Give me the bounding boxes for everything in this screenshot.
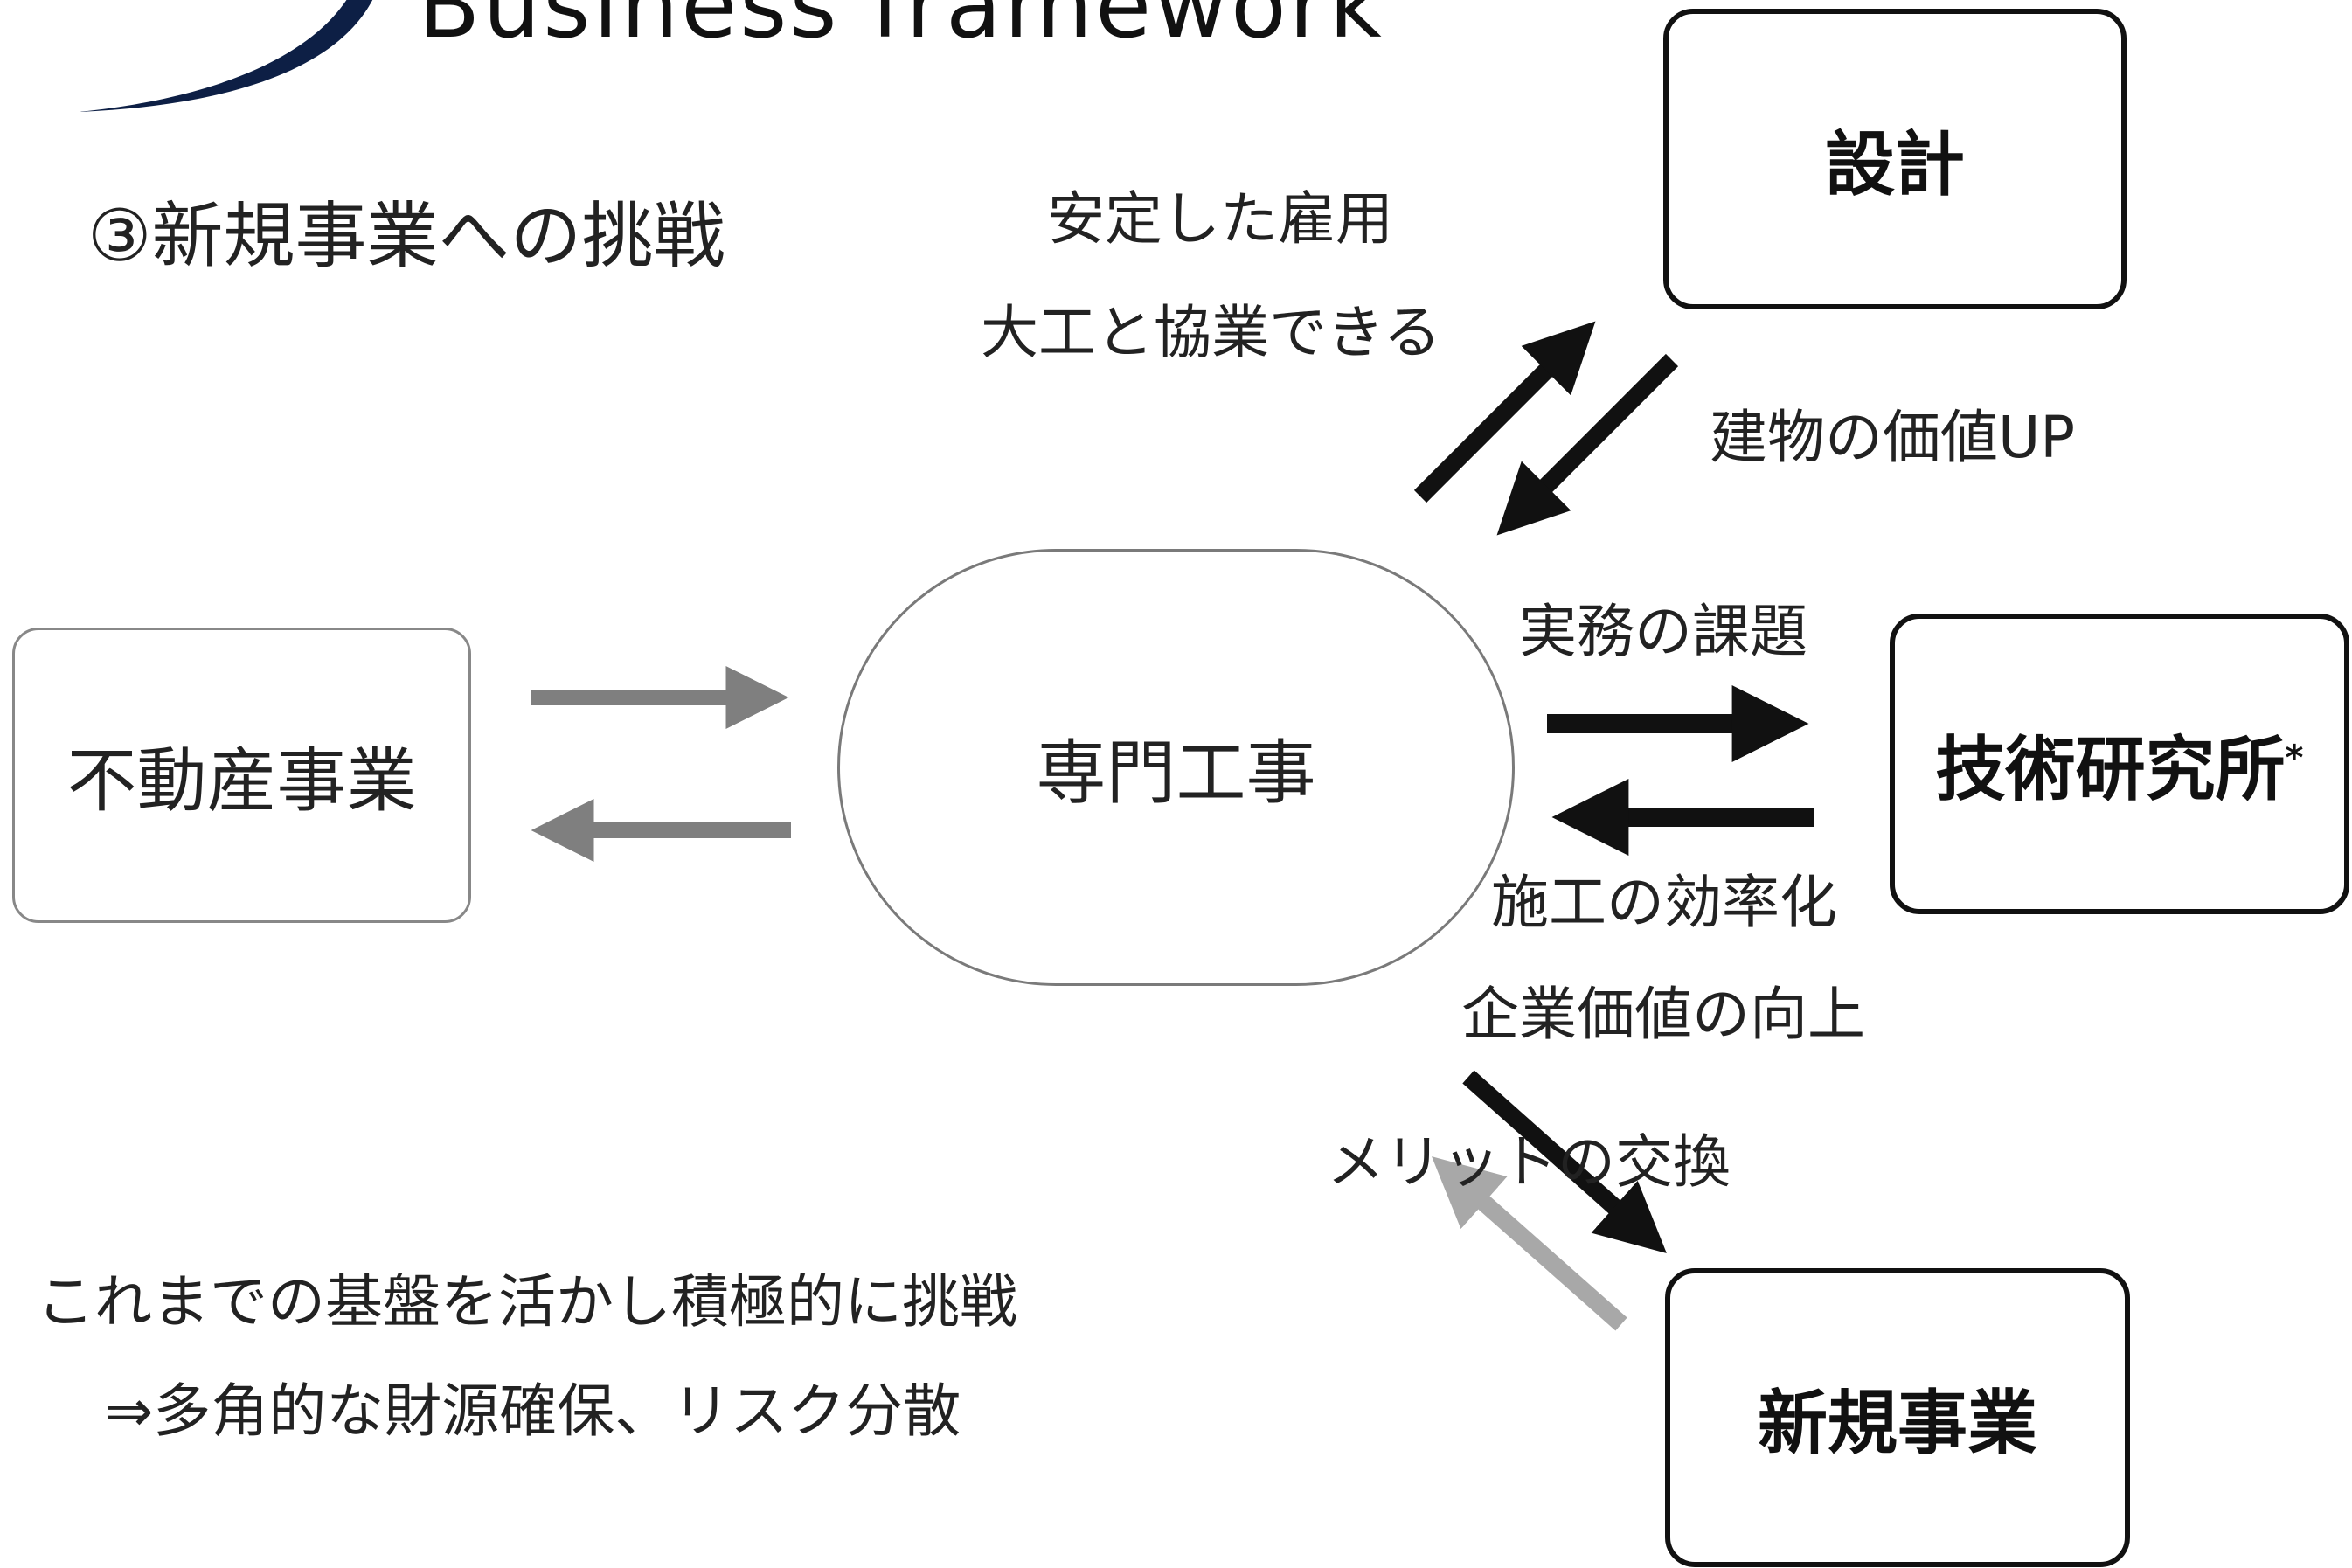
core-business-node: 専門工事 [837, 549, 1515, 986]
note-line-2: ⇒多角的な財源確保、リスク分散 [105, 1377, 961, 1445]
label-carpenter-collab: 大工と協業できる [981, 299, 1441, 366]
brand-title: Business framework [418, 0, 1384, 59]
design-label: 設計 [1825, 124, 1965, 205]
lab-footnote-mark: * [2285, 738, 2304, 779]
core-business-label: 専門工事 [1036, 732, 1316, 814]
lab-label: 技術研究所* [1935, 729, 2304, 810]
arrow-newbiz-to-core [1432, 1156, 1627, 1331]
section-title: ③新規事業への挑戦 [87, 195, 725, 278]
note-line-1: これまでの基盤を活かし積極的に挑戦 [37, 1268, 1017, 1336]
label-merit-exchange: メリットの交換 [1327, 1128, 1731, 1196]
label-building-value: 建物の価値UP [1710, 404, 2076, 471]
arrow-core-to-newbiz [1462, 1070, 1667, 1253]
arrow-core-to-design [1413, 321, 1596, 503]
newbiz-label: 新規事業 [1758, 1383, 2037, 1464]
logo-swoosh [79, 0, 373, 112]
label-practical-issues: 実務の課題 [1519, 598, 1807, 665]
arrow-design-to-core [1496, 353, 1679, 536]
label-construction-efficiency: 施工の効率化 [1491, 869, 1837, 936]
realestate-label: 不動産事業 [66, 740, 417, 822]
realestate-box: 不動産事業 [12, 628, 471, 923]
design-box: 設計 [1663, 9, 2127, 309]
newbiz-box: 新規事業 [1665, 1268, 2130, 1567]
label-corporate-value: 企業価値の向上 [1461, 981, 1865, 1048]
label-stable-employment: 安定した雇用 [1047, 185, 1393, 253]
lab-box: 技術研究所* [1890, 614, 2349, 914]
